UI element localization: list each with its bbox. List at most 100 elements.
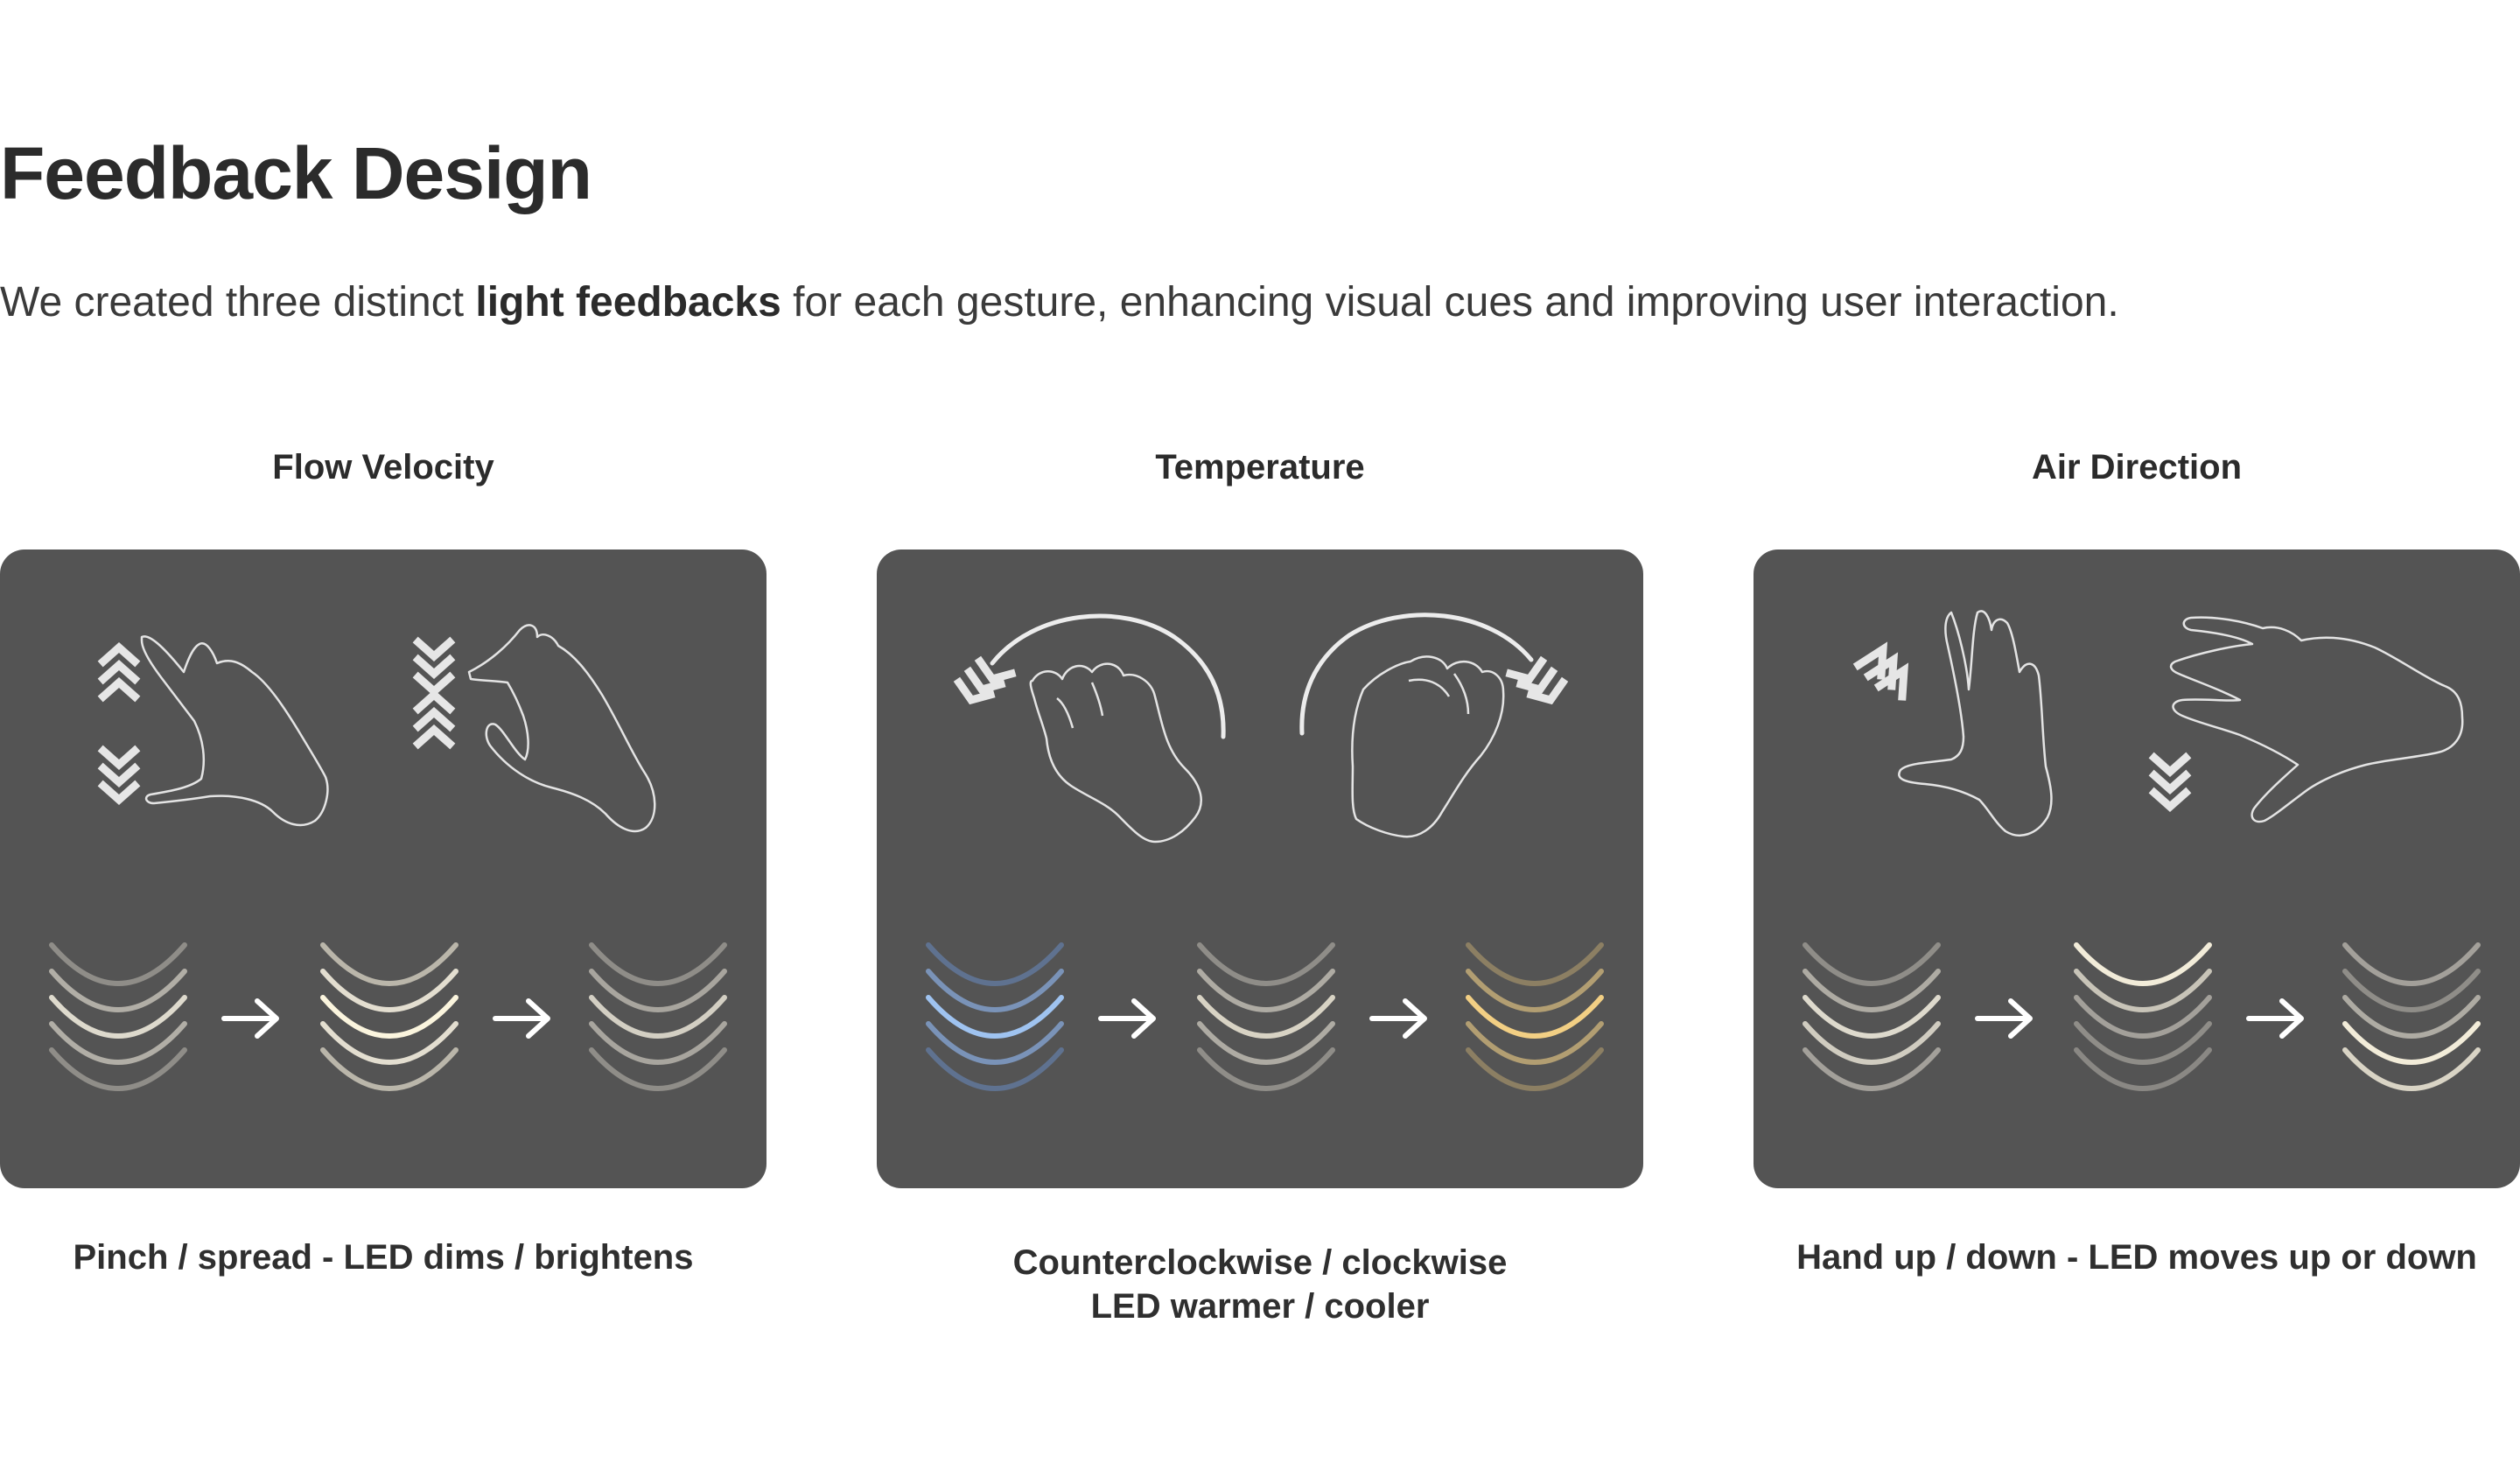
led-arc-icon xyxy=(1802,995,1941,1039)
rotation-arc-ccw xyxy=(990,613,1226,739)
led-arc-icon xyxy=(49,942,187,986)
hand-raise-icon xyxy=(1898,610,2053,836)
led-arc-icon xyxy=(2342,969,2481,1012)
led-arc-icon xyxy=(1802,942,1941,986)
led-arc-icon xyxy=(1802,969,1941,1012)
caption-line: Counterclockwise / clockwise xyxy=(1012,1243,1508,1282)
led-arc-group xyxy=(320,942,458,1091)
subtitle-text-before: We created three distinct xyxy=(0,279,476,326)
arrow-right-icon xyxy=(493,998,550,1039)
led-arc-icon xyxy=(2074,995,2212,1039)
column-caption: Counterclockwise / clockwise LED warmer … xyxy=(842,1241,1678,1328)
led-arc-group xyxy=(926,942,1064,1091)
caption-line: Pinch / spread - LED dims / brightens xyxy=(73,1238,694,1277)
led-arc-icon xyxy=(320,995,458,1039)
led-arc-icon xyxy=(1197,1047,1335,1091)
hand-lower-icon xyxy=(2169,616,2464,823)
subtitle-text-after: for each gesture, enhancing visual cues … xyxy=(780,279,2119,326)
gesture-panel xyxy=(0,550,766,1188)
led-arc-icon xyxy=(2342,1021,2481,1065)
led-arc-icon xyxy=(49,1021,187,1065)
chevron-up-icon xyxy=(97,641,141,703)
column-heading: Flow Velocity xyxy=(272,448,494,486)
chevron-right-icon xyxy=(1505,655,1569,705)
led-arc-icon xyxy=(926,995,1064,1039)
led-arc-icon xyxy=(1802,1047,1941,1091)
gesture-illustration xyxy=(1802,610,2481,1091)
led-arc-icon xyxy=(1466,1047,1604,1091)
arrow-right-icon xyxy=(221,998,279,1039)
column-caption: Pinch / spread - LED dims / brightens xyxy=(0,1236,802,1279)
gesture-panel xyxy=(1754,550,2520,1188)
led-arc-group xyxy=(2342,942,2481,1091)
led-arc-icon xyxy=(49,995,187,1039)
chevron-down-icon xyxy=(2148,752,2192,813)
led-arc-icon xyxy=(589,995,727,1039)
led-arc-group xyxy=(1197,942,1335,1091)
led-arc-icon xyxy=(320,969,458,1012)
hand-spread-icon xyxy=(467,624,656,833)
gesture-illustration xyxy=(926,612,1604,1091)
led-arc-icon xyxy=(2074,1021,2212,1065)
led-arc-icon xyxy=(926,1047,1064,1091)
led-feedback-sequence xyxy=(926,942,1604,1091)
hand-rotate-ccw-icon xyxy=(1029,662,1202,844)
led-arc-icon xyxy=(589,969,727,1012)
chevron-up-right-icon xyxy=(1852,641,1909,701)
led-arc-icon xyxy=(1197,942,1335,986)
arrow-right-icon xyxy=(2246,998,2304,1039)
led-arc-icon xyxy=(320,1047,458,1091)
hand-rotate-cw-icon xyxy=(1351,655,1505,838)
page-title: Feedback Design xyxy=(0,132,592,214)
led-arc-icon xyxy=(1197,969,1335,1012)
led-arc-icon xyxy=(1466,942,1604,986)
led-arc-icon xyxy=(926,942,1064,986)
caption-line: Hand up / down - LED moves up or down xyxy=(1796,1238,2477,1277)
arrow-right-icon xyxy=(1369,998,1427,1039)
led-arc-group xyxy=(49,942,187,1091)
led-arc-icon xyxy=(1802,1021,1941,1065)
led-arc-icon xyxy=(49,969,187,1012)
led-arc-icon xyxy=(589,942,727,986)
rotation-arc-cw xyxy=(1299,612,1534,736)
gesture-illustration xyxy=(49,624,727,1091)
led-arc-icon xyxy=(1197,1021,1335,1065)
led-arc-icon xyxy=(589,1021,727,1065)
led-feedback-sequence xyxy=(49,942,727,1091)
led-arc-group xyxy=(2074,942,2212,1091)
led-feedback-sequence xyxy=(1802,942,2481,1091)
chevron-down-icon xyxy=(412,636,456,697)
led-arc-icon xyxy=(2342,995,2481,1039)
arrow-right-icon xyxy=(1975,998,2033,1039)
led-arc-icon xyxy=(589,1047,727,1091)
led-arc-icon xyxy=(926,969,1064,1012)
led-arc-icon xyxy=(2342,1047,2481,1091)
chevron-up-icon xyxy=(412,689,456,750)
column-heading: Temperature xyxy=(1155,448,1365,486)
led-arc-icon xyxy=(320,942,458,986)
column-caption: Hand up / down - LED moves up or down xyxy=(1718,1236,2520,1279)
led-arc-group xyxy=(1466,942,1604,1091)
gesture-panel xyxy=(877,550,1643,1188)
led-arc-icon xyxy=(1466,1021,1604,1065)
led-arc-icon xyxy=(1466,969,1604,1012)
subtitle-text-bold: light feedbacks xyxy=(475,279,781,326)
led-arc-icon xyxy=(926,1021,1064,1065)
led-arc-icon xyxy=(2342,942,2481,986)
led-arc-icon xyxy=(320,1021,458,1065)
led-arc-group xyxy=(1802,942,1941,1091)
chevron-left-icon xyxy=(953,655,1017,705)
led-arc-group xyxy=(589,942,727,1091)
chevron-down-icon xyxy=(97,745,141,806)
led-arc-icon xyxy=(1466,995,1604,1039)
led-arc-icon xyxy=(1197,995,1335,1039)
led-arc-icon xyxy=(2074,942,2212,986)
hand-pinch-icon xyxy=(140,635,329,827)
led-arc-icon xyxy=(2074,1047,2212,1091)
led-arc-icon xyxy=(49,1047,187,1091)
arrow-right-icon xyxy=(1098,998,1156,1039)
column-heading: Air Direction xyxy=(2031,448,2243,486)
page-subtitle: We created three distinct light feedback… xyxy=(0,278,2119,326)
led-arc-icon xyxy=(2074,969,2212,1012)
caption-line: LED warmer / cooler xyxy=(1090,1287,1430,1326)
